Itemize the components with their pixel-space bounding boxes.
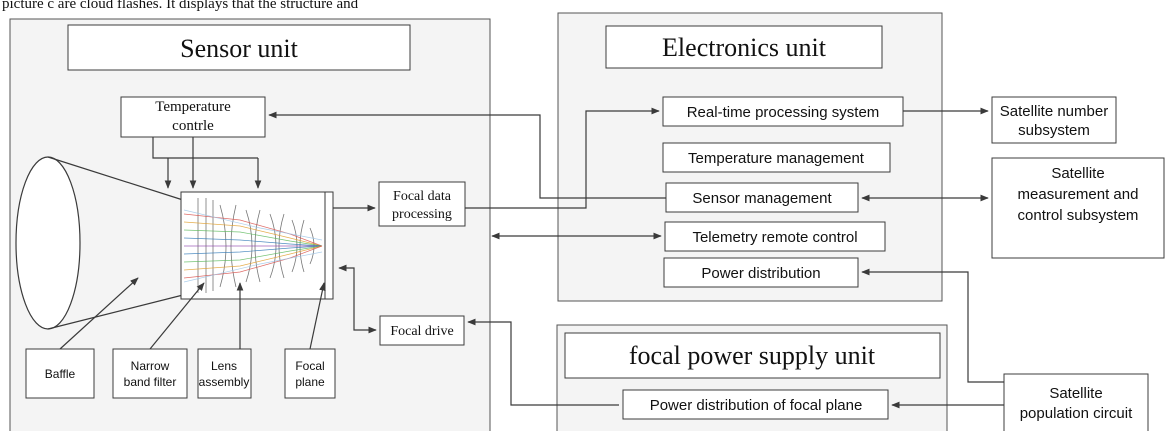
- caption-fragment: picture c are cloud flashes. It displays…: [2, 0, 359, 12]
- temperature-control-connectors: [152, 137, 262, 189]
- telemetry-box: [664, 221, 886, 252]
- lens-assembly-line1: Lens: [211, 359, 237, 373]
- realtime-processing-box: [662, 96, 904, 127]
- electronics-unit-title-box: [605, 25, 883, 69]
- baffle-label: Baffle: [45, 367, 76, 381]
- temperature-control-label-line2: contrle: [172, 118, 214, 134]
- focal-data-processing-line2: processing: [392, 207, 452, 222]
- temperature-control-label-line1: Temperature: [155, 99, 231, 115]
- sensor-unit-title: Sensor unit: [180, 34, 299, 63]
- sensor-mgmt-temp-control-connector: [268, 111, 666, 199]
- focal-drive-plane-connector: [338, 264, 377, 334]
- sensor-management-box: [665, 182, 859, 213]
- lens-assembly-box: [197, 348, 252, 399]
- power-distribution-label: Power distribution: [701, 265, 820, 282]
- focal-plane-box: [284, 348, 336, 399]
- temperature-management-label: Temperature management: [688, 150, 865, 167]
- satellite-population-line1: Satellite: [1049, 385, 1102, 402]
- satellite-measurement-line2: measurement and: [1018, 186, 1139, 203]
- focal-plane-line2: plane: [295, 375, 325, 389]
- narrow-band-filter-line2: band filter: [124, 375, 177, 389]
- focal-power-unit-title: focal power supply unit: [629, 341, 876, 370]
- sensor-unit-title-box: [67, 24, 411, 71]
- sensor-management-label: Sensor management: [692, 190, 832, 207]
- satellite-measurement-box: [991, 157, 1165, 259]
- focal-drive-label: Focal drive: [390, 324, 453, 339]
- satellite-number-line2: subsystem: [1018, 122, 1090, 139]
- telemetry-label: Telemetry remote control: [692, 229, 857, 246]
- electronics-unit-title: Electronics unit: [662, 33, 827, 62]
- realtime-processing-label: Real-time processing system: [687, 104, 880, 121]
- satellite-population-box: [1003, 373, 1149, 431]
- power-distribution-focal-label: Power distribution of focal plane: [650, 397, 863, 414]
- narrow-band-filter-box: [112, 348, 188, 399]
- satellite-measurement-line3: control subsystem: [1018, 207, 1139, 224]
- lens-assembly-line2: assembly: [199, 375, 250, 389]
- focal-drive-power-connector: [467, 318, 619, 406]
- satellite-number-box: [991, 96, 1117, 144]
- focal-data-processing-box: [378, 181, 466, 227]
- baffle-box: [25, 348, 95, 399]
- focal-data-realtime-connector: [465, 107, 660, 209]
- population-power-distribution-connector: [861, 268, 1004, 383]
- focal-power-unit-title-box: [564, 332, 941, 379]
- power-distribution-box: [663, 257, 859, 288]
- power-distribution-focal-box: [622, 389, 889, 420]
- focal-plane-line1: Focal: [295, 359, 324, 373]
- lens-assembly-drawing: [180, 191, 334, 300]
- focal-data-processing-line1: Focal data: [393, 189, 452, 204]
- narrow-band-filter-line1: Narrow: [131, 359, 170, 373]
- satellite-number-line1: Satellite number: [1000, 103, 1108, 120]
- component-pointer-lines: [59, 277, 326, 350]
- satellite-measurement-line1: Satellite: [1051, 165, 1104, 182]
- baffle-drawing: [15, 156, 184, 330]
- temperature-control-box: [120, 96, 266, 138]
- focal-drive-box: [379, 315, 465, 346]
- temperature-management-box: [662, 142, 891, 173]
- satellite-population-line2: population circuit: [1020, 405, 1133, 422]
